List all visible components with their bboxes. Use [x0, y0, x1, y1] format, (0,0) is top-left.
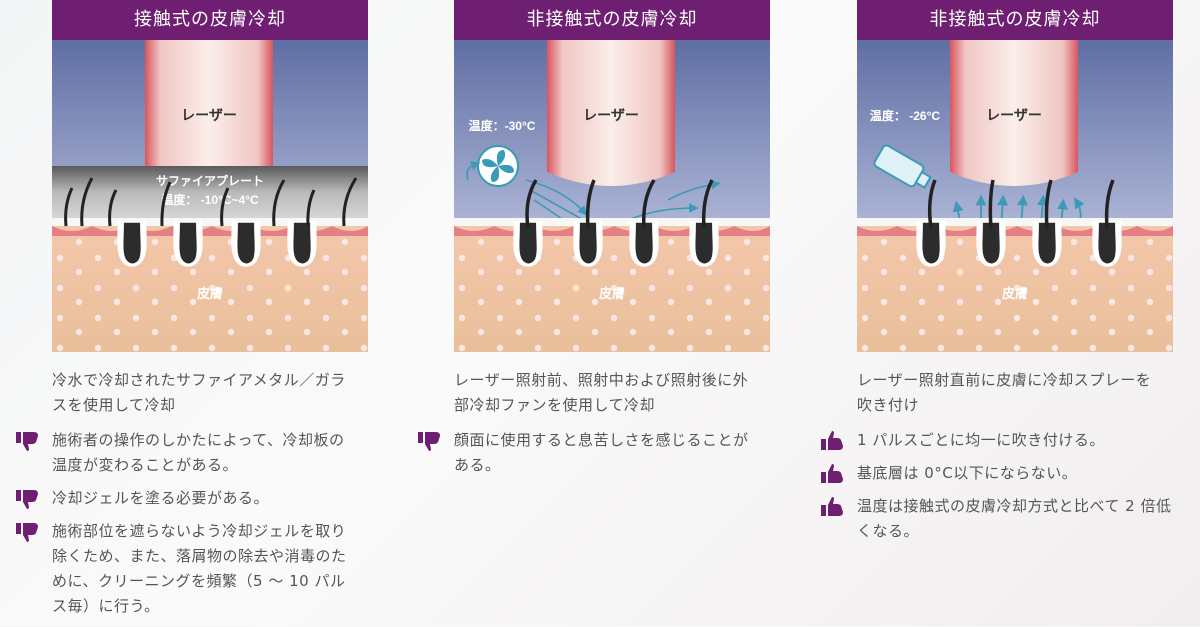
point-list: 顔面に使用すると息苦しさを感じることがある。: [416, 428, 770, 478]
list-item: 施術者の操作のしかたによって、冷却板の温度が変わることがある。: [14, 428, 352, 478]
skin-label: 皮膚: [1001, 286, 1028, 301]
panel-title: 非接触式の皮膚冷却: [454, 0, 770, 40]
sapphire-plate: [52, 166, 368, 218]
fan-icon: [477, 145, 519, 187]
thumbs-up-icon: [821, 464, 843, 483]
plate-temperature: 温度： -10°C~4°C: [161, 192, 259, 207]
list-item: 冷却ジェルを塗る必要がある。: [14, 486, 352, 511]
thumbs-down-icon: [16, 523, 38, 542]
panel-title: 接触式の皮膚冷却: [52, 0, 368, 40]
point-list: 施術者の操作のしかたによって、冷却板の温度が変わることがある。 冷却ジェルを塗る…: [14, 428, 368, 619]
thumbs-down-icon: [16, 490, 38, 509]
hair-follicles: [513, 179, 719, 267]
contact-cooling-illustration: レーザー サファイアプレート 温度： -10°C~4°C 皮膚: [52, 40, 368, 352]
list-item: 基底層は 0°C以下にならない。: [819, 461, 1177, 486]
point-list: 1 パルスごとに均一に吹き付ける。 基底層は 0°C以下にならない。 温度は接触…: [819, 428, 1173, 544]
panel-title: 非接触式の皮膚冷却: [857, 0, 1173, 40]
laser-beam: [145, 40, 273, 170]
contact-cooling-panel: 接触式の皮膚冷却 レーザー サファイアプレート 温度： -10°C~4°C 皮膚…: [16, 0, 368, 627]
spray-cooling-panel: 非接触式の皮膚冷却 レーザー 温度： -26°C: [821, 0, 1173, 552]
laser-beam: [950, 40, 1078, 186]
fan-cooling-illustration: レーザー 温度：-30°C 皮膚: [454, 40, 770, 352]
laser-beam: [547, 40, 675, 186]
panel-description: レーザー照射直前に皮膚に冷却スプレーを吹き付け: [857, 371, 1152, 414]
fan-cooling-panel: 非接触式の皮膚冷却 レーザー 温度：-30°C: [418, 0, 770, 486]
thumbs-down-icon: [16, 432, 38, 451]
list-item: 温度は接触式の皮膚冷却方式と比べて 2 倍低くなる。: [819, 494, 1177, 544]
skin-label: 皮膚: [196, 286, 223, 301]
spray-can-icon: [873, 144, 932, 189]
hair-follicles: [916, 179, 1122, 267]
laser-label: レーザー: [181, 107, 237, 123]
list-item: 1 パルスごとに均一に吹き付ける。: [819, 428, 1177, 453]
plate-label: サファイアプレート: [156, 173, 264, 188]
thumbs-up-icon: [821, 497, 843, 516]
list-item: 顔面に使用すると息苦しさを感じることがある。: [416, 428, 754, 478]
skin-label: 皮膚: [598, 286, 625, 301]
hair-follicles: [64, 177, 358, 267]
list-item: 施術部位を遮らないよう冷却ジェルを取り除くため、また、落屑物の除去や消毒のために…: [14, 519, 352, 619]
panel-description: レーザー照射前、照射中および照射後に外部冷却ファンを使用して冷却: [454, 371, 749, 414]
spray-cooling-illustration: レーザー 温度： -26°C 皮膚: [857, 40, 1173, 352]
thumbs-up-icon: [821, 431, 843, 450]
fan-temperature: 温度：-30°C: [469, 118, 536, 133]
laser-label: レーザー: [583, 107, 639, 123]
laser-label: レーザー: [986, 107, 1042, 123]
panel-description: 冷水で冷却されたサファイアメタル／ガラスを使用して冷却: [52, 371, 346, 414]
spray-temperature: 温度： -26°C: [870, 108, 940, 123]
thumbs-down-icon: [418, 432, 440, 451]
